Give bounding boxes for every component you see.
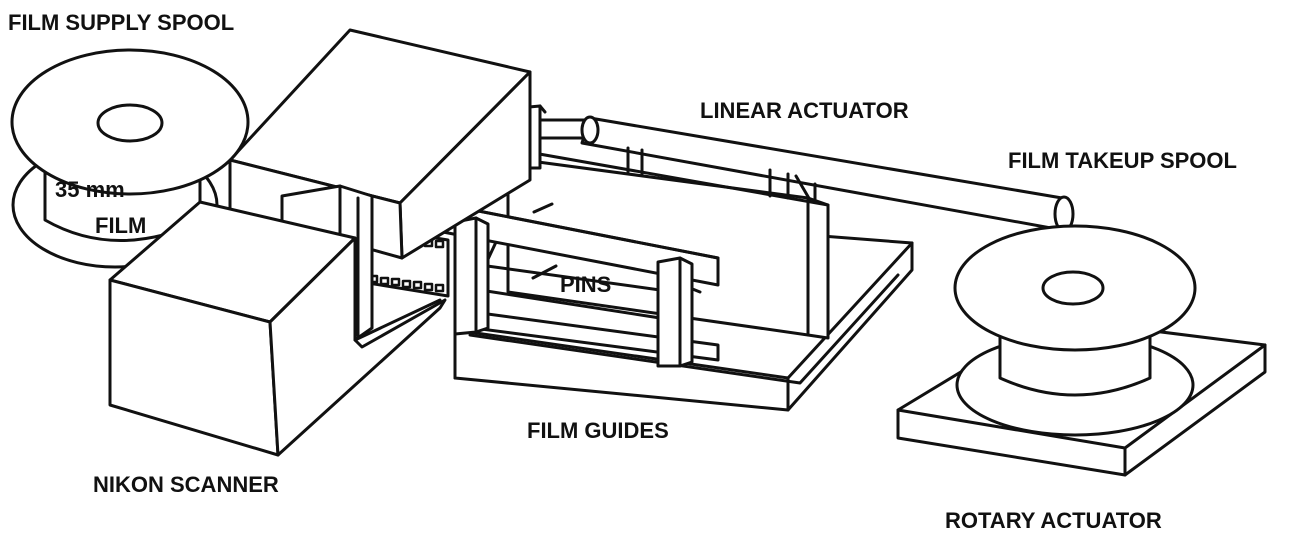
label-pins: PINS xyxy=(560,272,611,297)
label-35mm: 35 mm xyxy=(55,177,125,202)
label-film-guides: FILM GUIDES xyxy=(527,418,669,443)
label-film-supply-spool: FILM SUPPLY SPOOL xyxy=(8,10,234,35)
label-film: FILM xyxy=(95,213,146,238)
label-nikon-scanner: NIKON SCANNER xyxy=(93,472,279,497)
film-takeup-spool xyxy=(953,224,1197,437)
label-film-takeup-spool: FILM TAKEUP SPOOL xyxy=(1008,148,1237,173)
nikon-scanner xyxy=(108,200,447,457)
front-guide-rails xyxy=(441,202,720,368)
label-rotary-actuator: ROTARY ACTUATOR xyxy=(945,508,1162,533)
label-linear-actuator: LINEAR ACTUATOR xyxy=(700,98,909,123)
